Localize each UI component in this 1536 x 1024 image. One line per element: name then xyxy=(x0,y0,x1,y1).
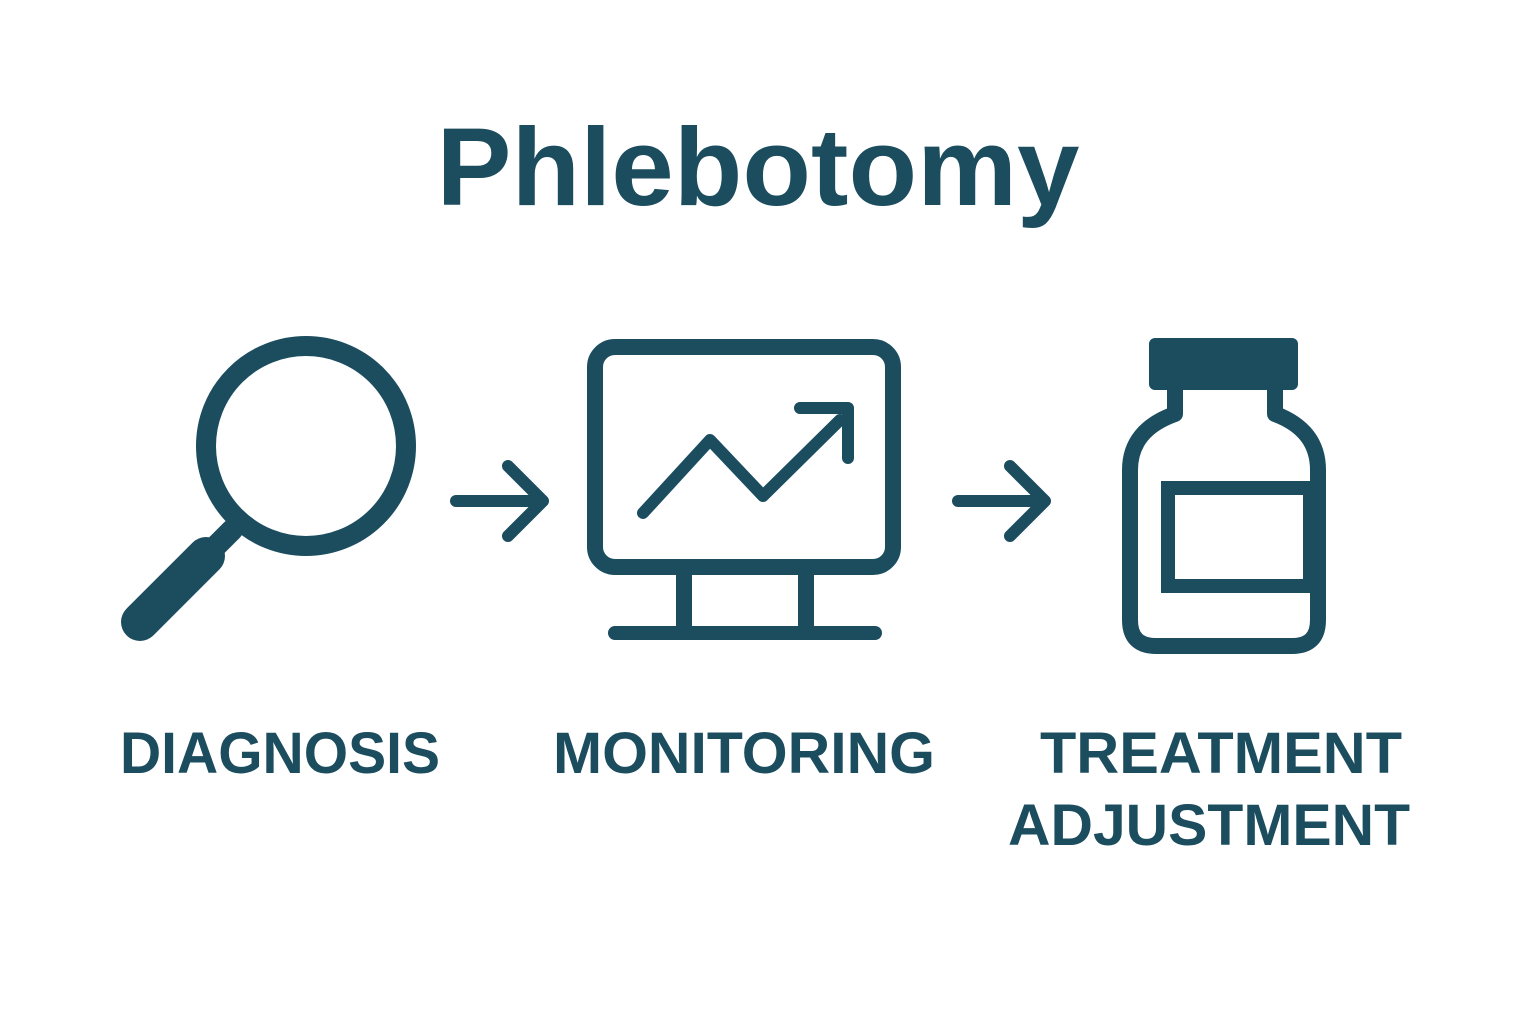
medicine-bottle-icon xyxy=(1122,338,1326,654)
step-label-adjustment: ADJUSTMENT xyxy=(1008,793,1410,858)
step-label-treatment: TREATMENT xyxy=(1040,721,1402,786)
arrow-right-icon xyxy=(450,460,549,542)
arrow-right-icon xyxy=(952,460,1051,542)
step-label-monitoring: MONITORING xyxy=(553,721,935,786)
monitor-trend-chart-icon xyxy=(587,339,901,640)
magnifying-glass-icon xyxy=(121,336,416,641)
step-label-diagnosis: DIAGNOSIS xyxy=(120,721,440,786)
diagram-title: Phlebotomy xyxy=(437,106,1080,229)
